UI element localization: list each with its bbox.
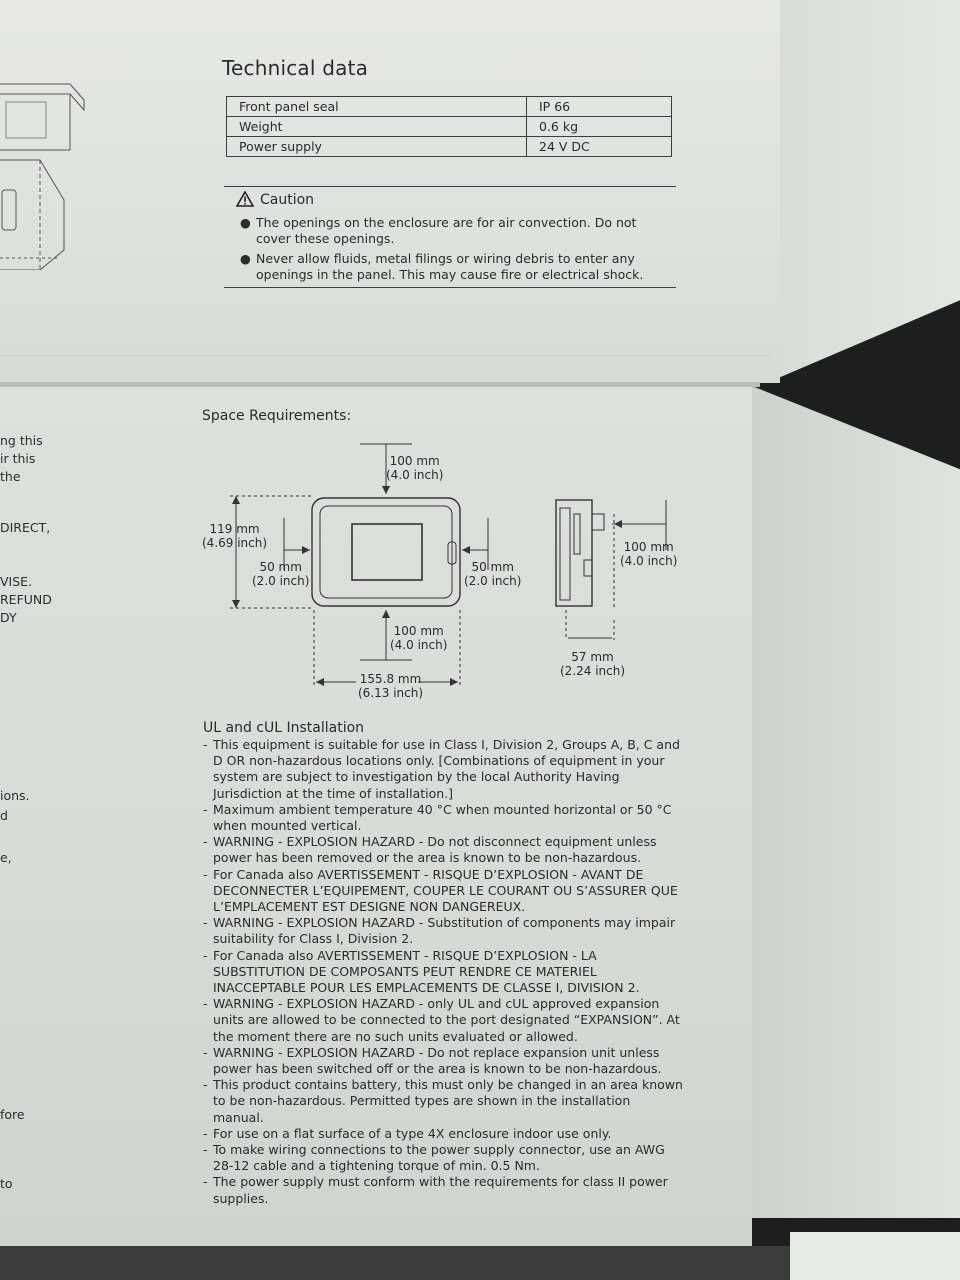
list-item: For use on a flat surface of a type 4X e… [203,1126,683,1142]
list-item: The power supply must conform with the r… [203,1174,683,1206]
list-item: For Canada also AVERTISSEMENT - RISQUE D… [203,867,683,916]
width-label: 155.8 mm (6.13 inch) [358,672,423,700]
dimension-text: 155.8 mm (6.13 inch) [358,672,424,700]
list-item: This equipment is suitable for use in Cl… [203,737,683,802]
dimension-text: 57 mm (2.24 inch) [560,650,626,678]
dimension-text: 100 mm (4.0 inch) [386,454,444,482]
top-clearance-label: 100 mm (4.0 inch) [386,454,443,482]
bullet-icon: ● [240,215,251,230]
dimension-text: 50 mm (2.0 inch) [464,560,522,588]
caution-text: Never allow fluids, metal filings or wir… [256,251,644,282]
list-item: This product contains battery, this must… [203,1077,683,1126]
box-bottom-tab [790,1232,960,1280]
table-cell-value: 24 V DC [526,136,672,157]
caution-heading: Caution [235,190,315,208]
ul-installation-title: UL and cUL Installation [203,720,365,736]
table-row: Front panel seal IP 66 [226,96,672,117]
left-cut-text-7: to [0,1176,13,1191]
fold-line [0,355,770,356]
table-cell-label: Weight [226,116,527,137]
left-cut-text-3: VISE. REFUND DY [0,574,52,625]
list-item: WARNING - EXPLOSION HAZARD - Do not disc… [203,834,683,866]
caution-text: The openings on the enclosure are for ai… [256,215,637,246]
box-sketch-illustration [0,83,85,270]
dimension-drawing [230,443,667,688]
dimension-text: 100 mm (4.0 inch) [620,540,678,568]
technical-data-title: Technical data [222,56,369,80]
dimension-text: 100 mm (4.0 inch) [390,624,448,652]
table-cell-label: Front panel seal [226,96,527,117]
dimension-text: 119 mm (4.69 inch) [202,522,268,550]
box-right-flap-bottom [752,386,960,1218]
list-item: For Canada also AVERTISSEMENT - RISQUE D… [203,948,683,997]
depth-label: 57 mm (2.24 inch) [560,650,625,678]
left-cut-text-5: e, [0,850,12,865]
left-clearance-label: 50 mm (2.0 inch) [252,560,309,588]
ul-installation-list: This equipment is suitable for use in Cl… [203,737,683,1207]
fold-crease [0,382,760,387]
right-clearance-label: 50 mm (2.0 inch) [464,560,521,588]
left-cut-text-1: ng this ir this the [0,433,43,484]
height-label: 119 mm (4.69 inch) [202,522,267,550]
box-top-panel [0,0,780,383]
bullet-icon: ● [240,251,251,266]
list-item: WARNING - EXPLOSION HAZARD - Substitutio… [203,915,683,947]
list-item: Maximum ambient temperature 40 °C when m… [203,802,683,834]
warning-triangle-icon [235,190,255,207]
table-cell-value: 0.6 kg [526,116,672,137]
caution-title: Caution [260,192,315,208]
list-item: WARNING - EXPLOSION HAZARD - Do not repl… [203,1045,683,1077]
caution-box: Caution ● The openings on the enclosure … [224,186,676,288]
left-cut-text-2: DIRECT, [0,520,51,535]
dimension-text: 50 mm (2.0 inch) [252,560,310,588]
table-cell-value: IP 66 [526,96,672,117]
rear-clearance-label: 100 mm (4.0 inch) [620,540,677,568]
bottom-clearance-label: 100 mm (4.0 inch) [390,624,447,652]
table-row: Weight 0.6 kg [226,116,672,137]
table-cell-label: Power supply [226,136,527,157]
space-requirements-diagram: 100 mm (4.0 inch) 119 mm (4.69 inch) 50 … [196,430,696,720]
left-cut-text-6: fore [0,1107,25,1122]
list-item: WARNING - EXPLOSION HAZARD - only UL and… [203,996,683,1045]
table-row: Power supply 24 V DC [226,136,672,157]
space-requirements-title: Space Requirements: [202,408,352,424]
list-item: To make wiring connections to the power … [203,1142,683,1174]
technical-data-table: Front panel seal IP 66 Weight 0.6 kg Pow… [226,96,672,157]
box-right-flap-top [780,0,960,378]
left-cut-text-4: ions. d [0,788,30,823]
